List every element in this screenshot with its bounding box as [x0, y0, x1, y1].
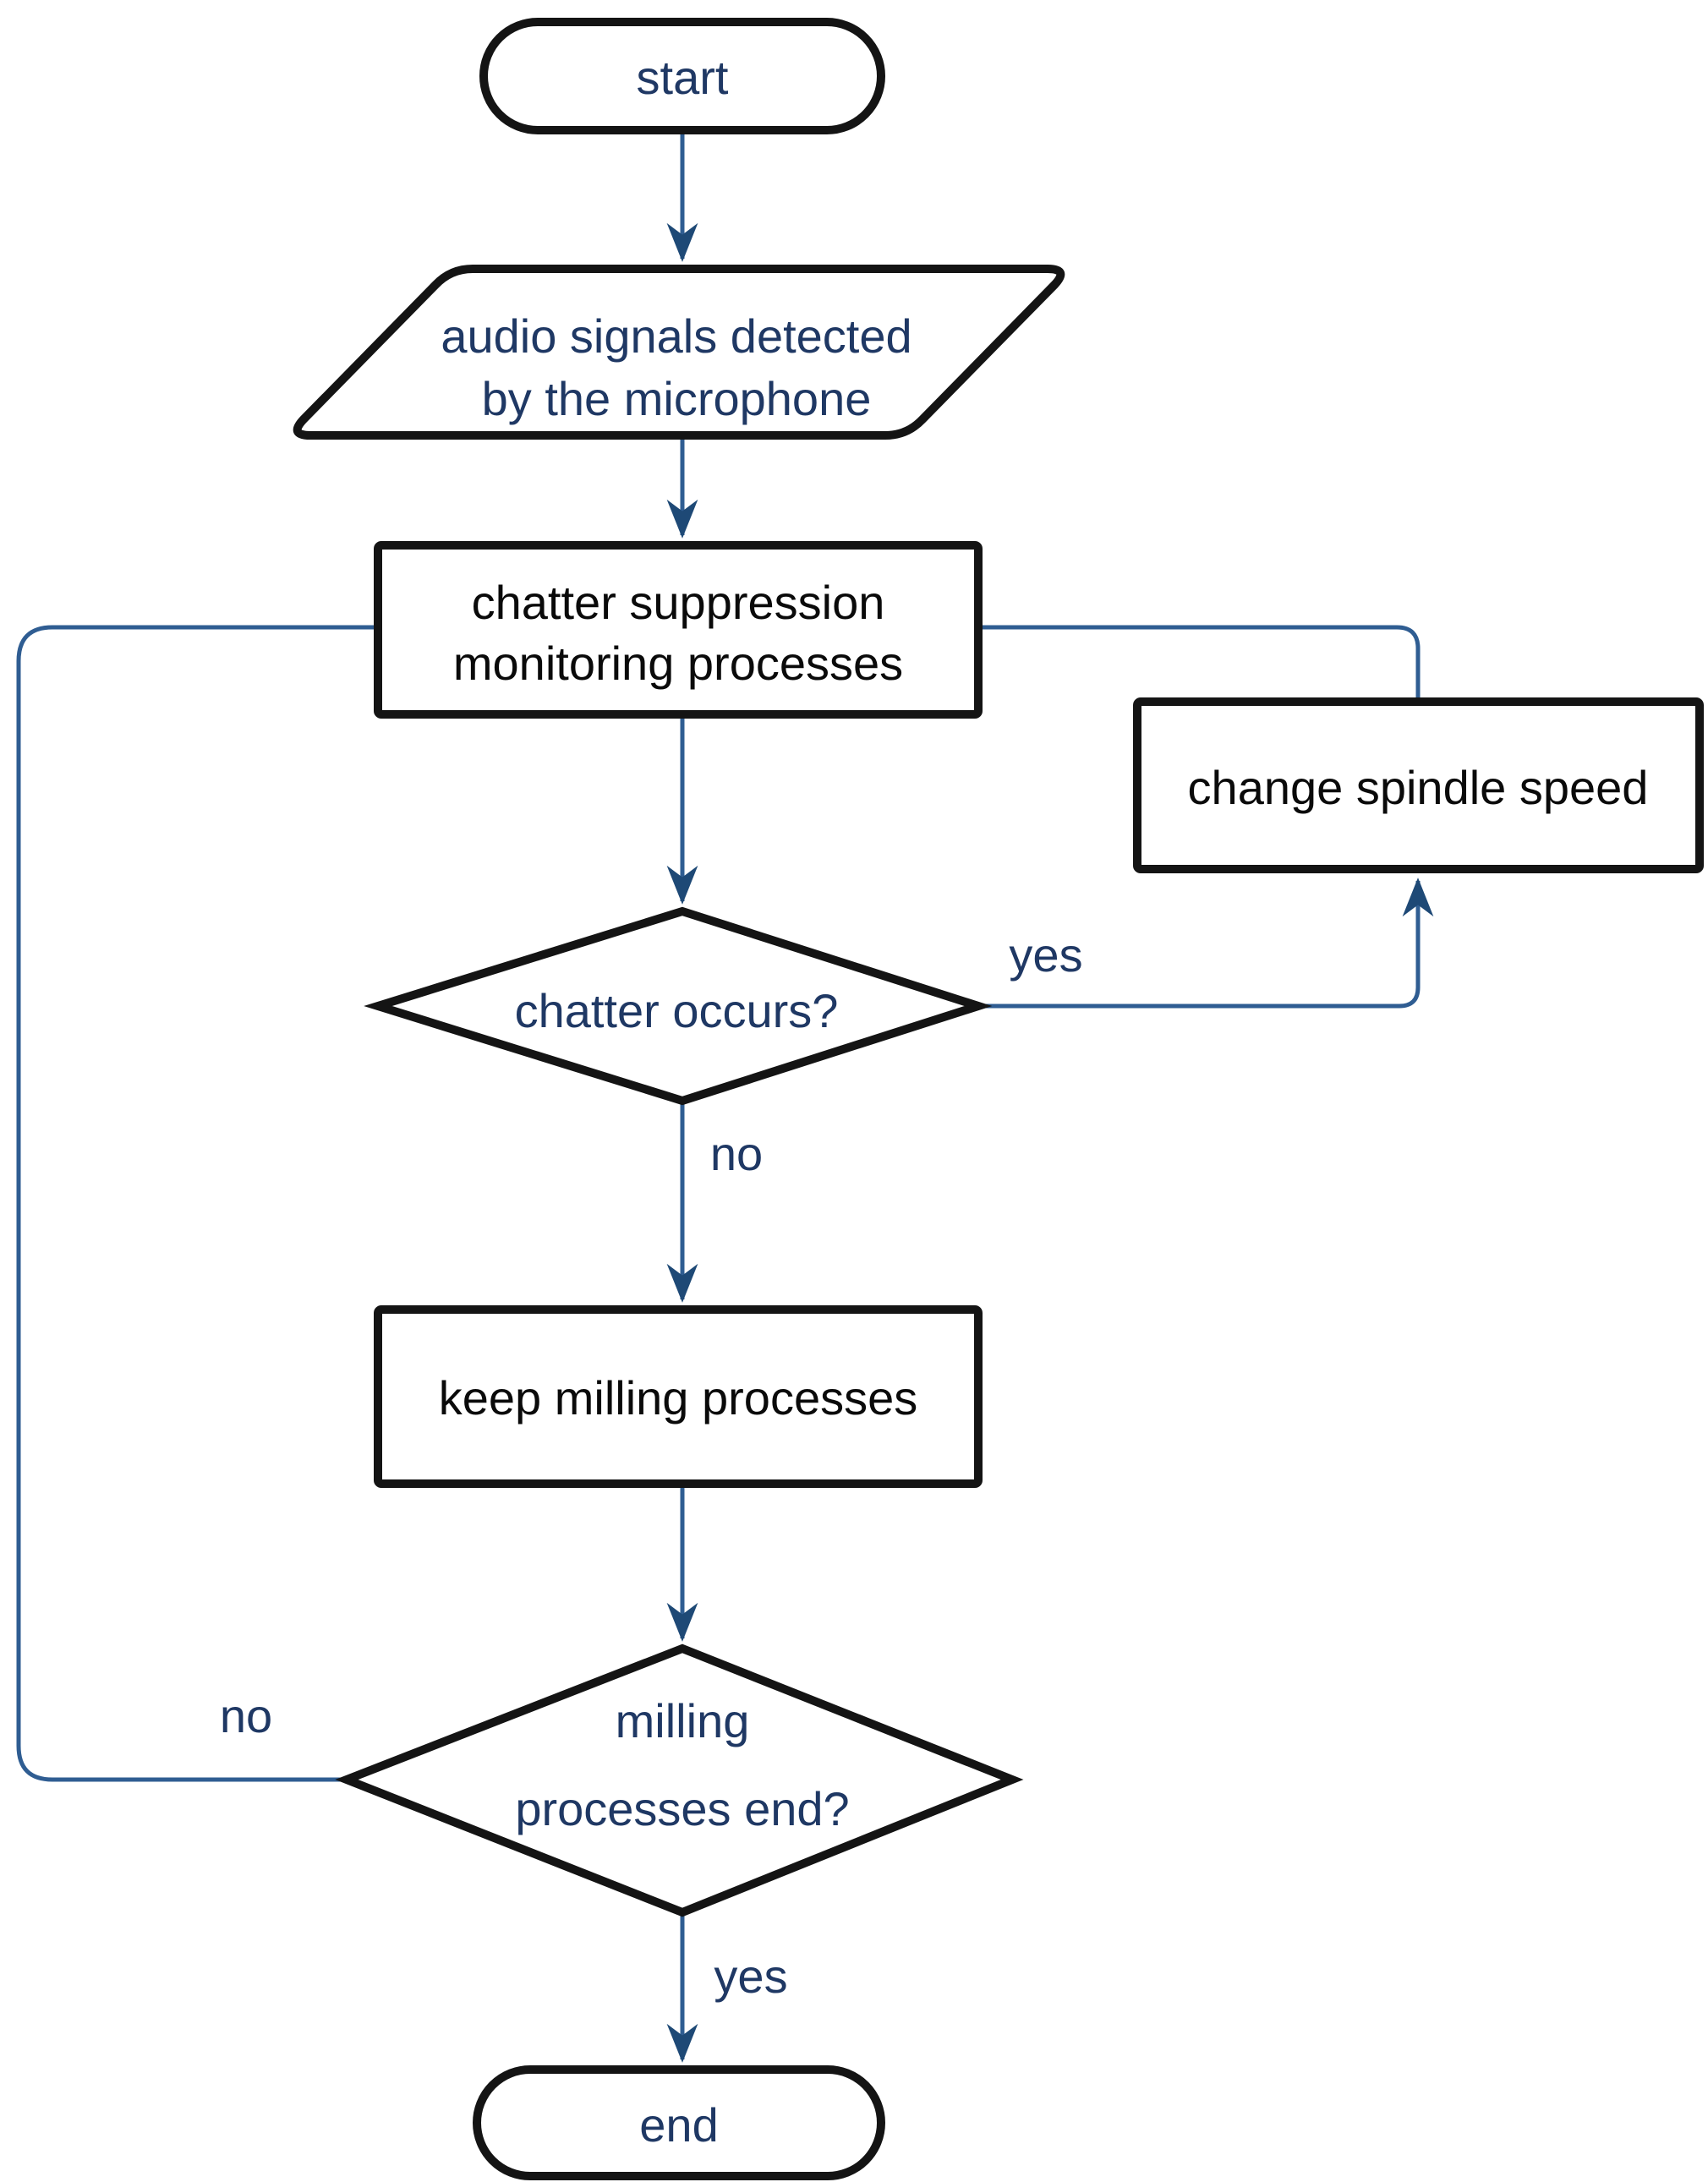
keep-milling-label: keep milling processes — [438, 1371, 918, 1425]
edge-milling-no-monitor — [16, 625, 378, 1782]
milling-decision-label-line2: processes end? — [515, 1782, 850, 1835]
change-speed-process-shape — [1133, 697, 1704, 873]
end-terminator-shape — [473, 2065, 885, 2180]
monitor-label-line2: monitoring processes — [452, 637, 904, 690]
chatter-decision-shape — [364, 906, 993, 1106]
edge-change-speed-monitor — [978, 625, 1421, 702]
edge-chatter-yes-change-speed — [978, 878, 1434, 1009]
monitor-process-shape — [374, 541, 983, 719]
end-label: end — [639, 2098, 719, 2152]
start-terminator-shape — [479, 18, 885, 134]
monitor-label-line1: chatter suppression — [471, 576, 885, 629]
start-label: start — [636, 51, 729, 104]
audio-label-line2: by the microphone — [481, 372, 872, 425]
change-speed-label: change spindle speed — [1187, 761, 1649, 814]
keep-milling-process-shape — [374, 1305, 983, 1488]
chatter-decision-label: chatter occurs? — [514, 984, 839, 1037]
chatter-yes-label: yes — [1009, 928, 1083, 982]
milling-no-label: no — [219, 1689, 273, 1742]
chatter-no-label: no — [709, 1127, 764, 1180]
milling-decision-label-line1: milling — [615, 1694, 750, 1747]
audio-io-shape — [293, 265, 1065, 440]
milling-decision-shape — [335, 1643, 1024, 1917]
milling-yes-label: yes — [714, 1950, 788, 2003]
audio-label-line1: audio signals detected — [441, 309, 912, 363]
